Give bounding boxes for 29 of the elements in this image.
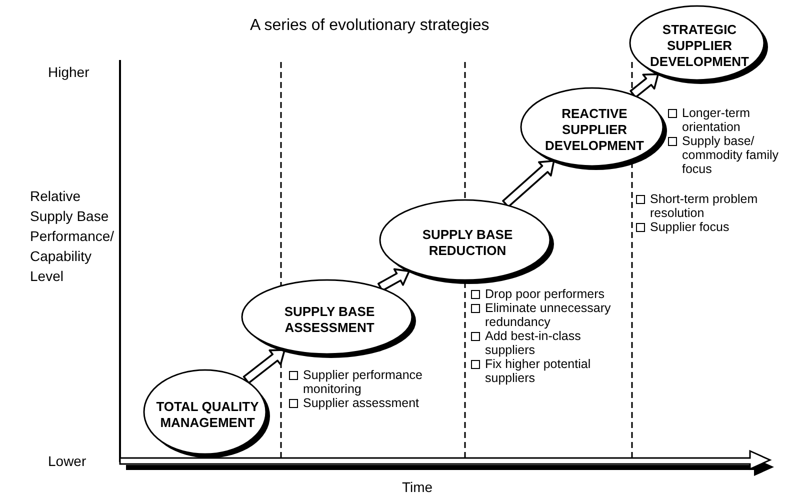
- block-arrow: [378, 268, 410, 292]
- strategy-ellipse: [520, 87, 669, 172]
- bullet-text: Drop poor performers: [485, 287, 604, 301]
- bullet-text: Longer-term orientation: [682, 106, 752, 134]
- axis-label: Higher: [48, 63, 90, 82]
- bullet-text: Short-term problem resolution: [650, 192, 759, 220]
- diagram-title: A series of evolutionary strategies: [250, 16, 490, 36]
- block-arrow: [502, 160, 555, 208]
- block-arrow: [242, 349, 286, 384]
- strategy-name: REACTIVE SUPPLIER DEVELOPMENT: [544, 106, 645, 154]
- axis-label: Relative Supply Base Performance/ Capability Level: [30, 187, 116, 286]
- block-arrow: [630, 73, 659, 98]
- strategy-ellipse: [143, 369, 272, 460]
- bullet-text: Eliminate unnecessary redundancy: [485, 301, 612, 329]
- bullet-text: Supplier focus: [650, 220, 730, 234]
- strategy-name: TOTAL QUALITY MANAGEMENT: [155, 398, 260, 430]
- strategy-ellipse: [241, 279, 418, 360]
- strategy-ellipse: [379, 199, 556, 286]
- bullet-text: Add best-in-class suppliers: [485, 329, 582, 357]
- axis-label: Lower: [48, 452, 86, 471]
- strategy-name: SUPPLY BASE ASSESSMENT: [283, 304, 376, 336]
- bullet-text: Supplier assessment: [303, 396, 420, 410]
- bullet-text: Supply base/ commodity family focus: [682, 134, 780, 176]
- axis-label: Time: [402, 478, 433, 497]
- bullet-text: Supplier performance monitoring: [303, 368, 424, 396]
- strategy-name: SUPPLY BASE REDUCTION: [421, 226, 514, 258]
- bullet-text: Fix higher potential suppliers: [485, 357, 592, 385]
- strategy-name: STRATEGIC SUPPLIER DEVELOPMENT: [649, 22, 750, 70]
- strategy-ellipse: [629, 5, 770, 86]
